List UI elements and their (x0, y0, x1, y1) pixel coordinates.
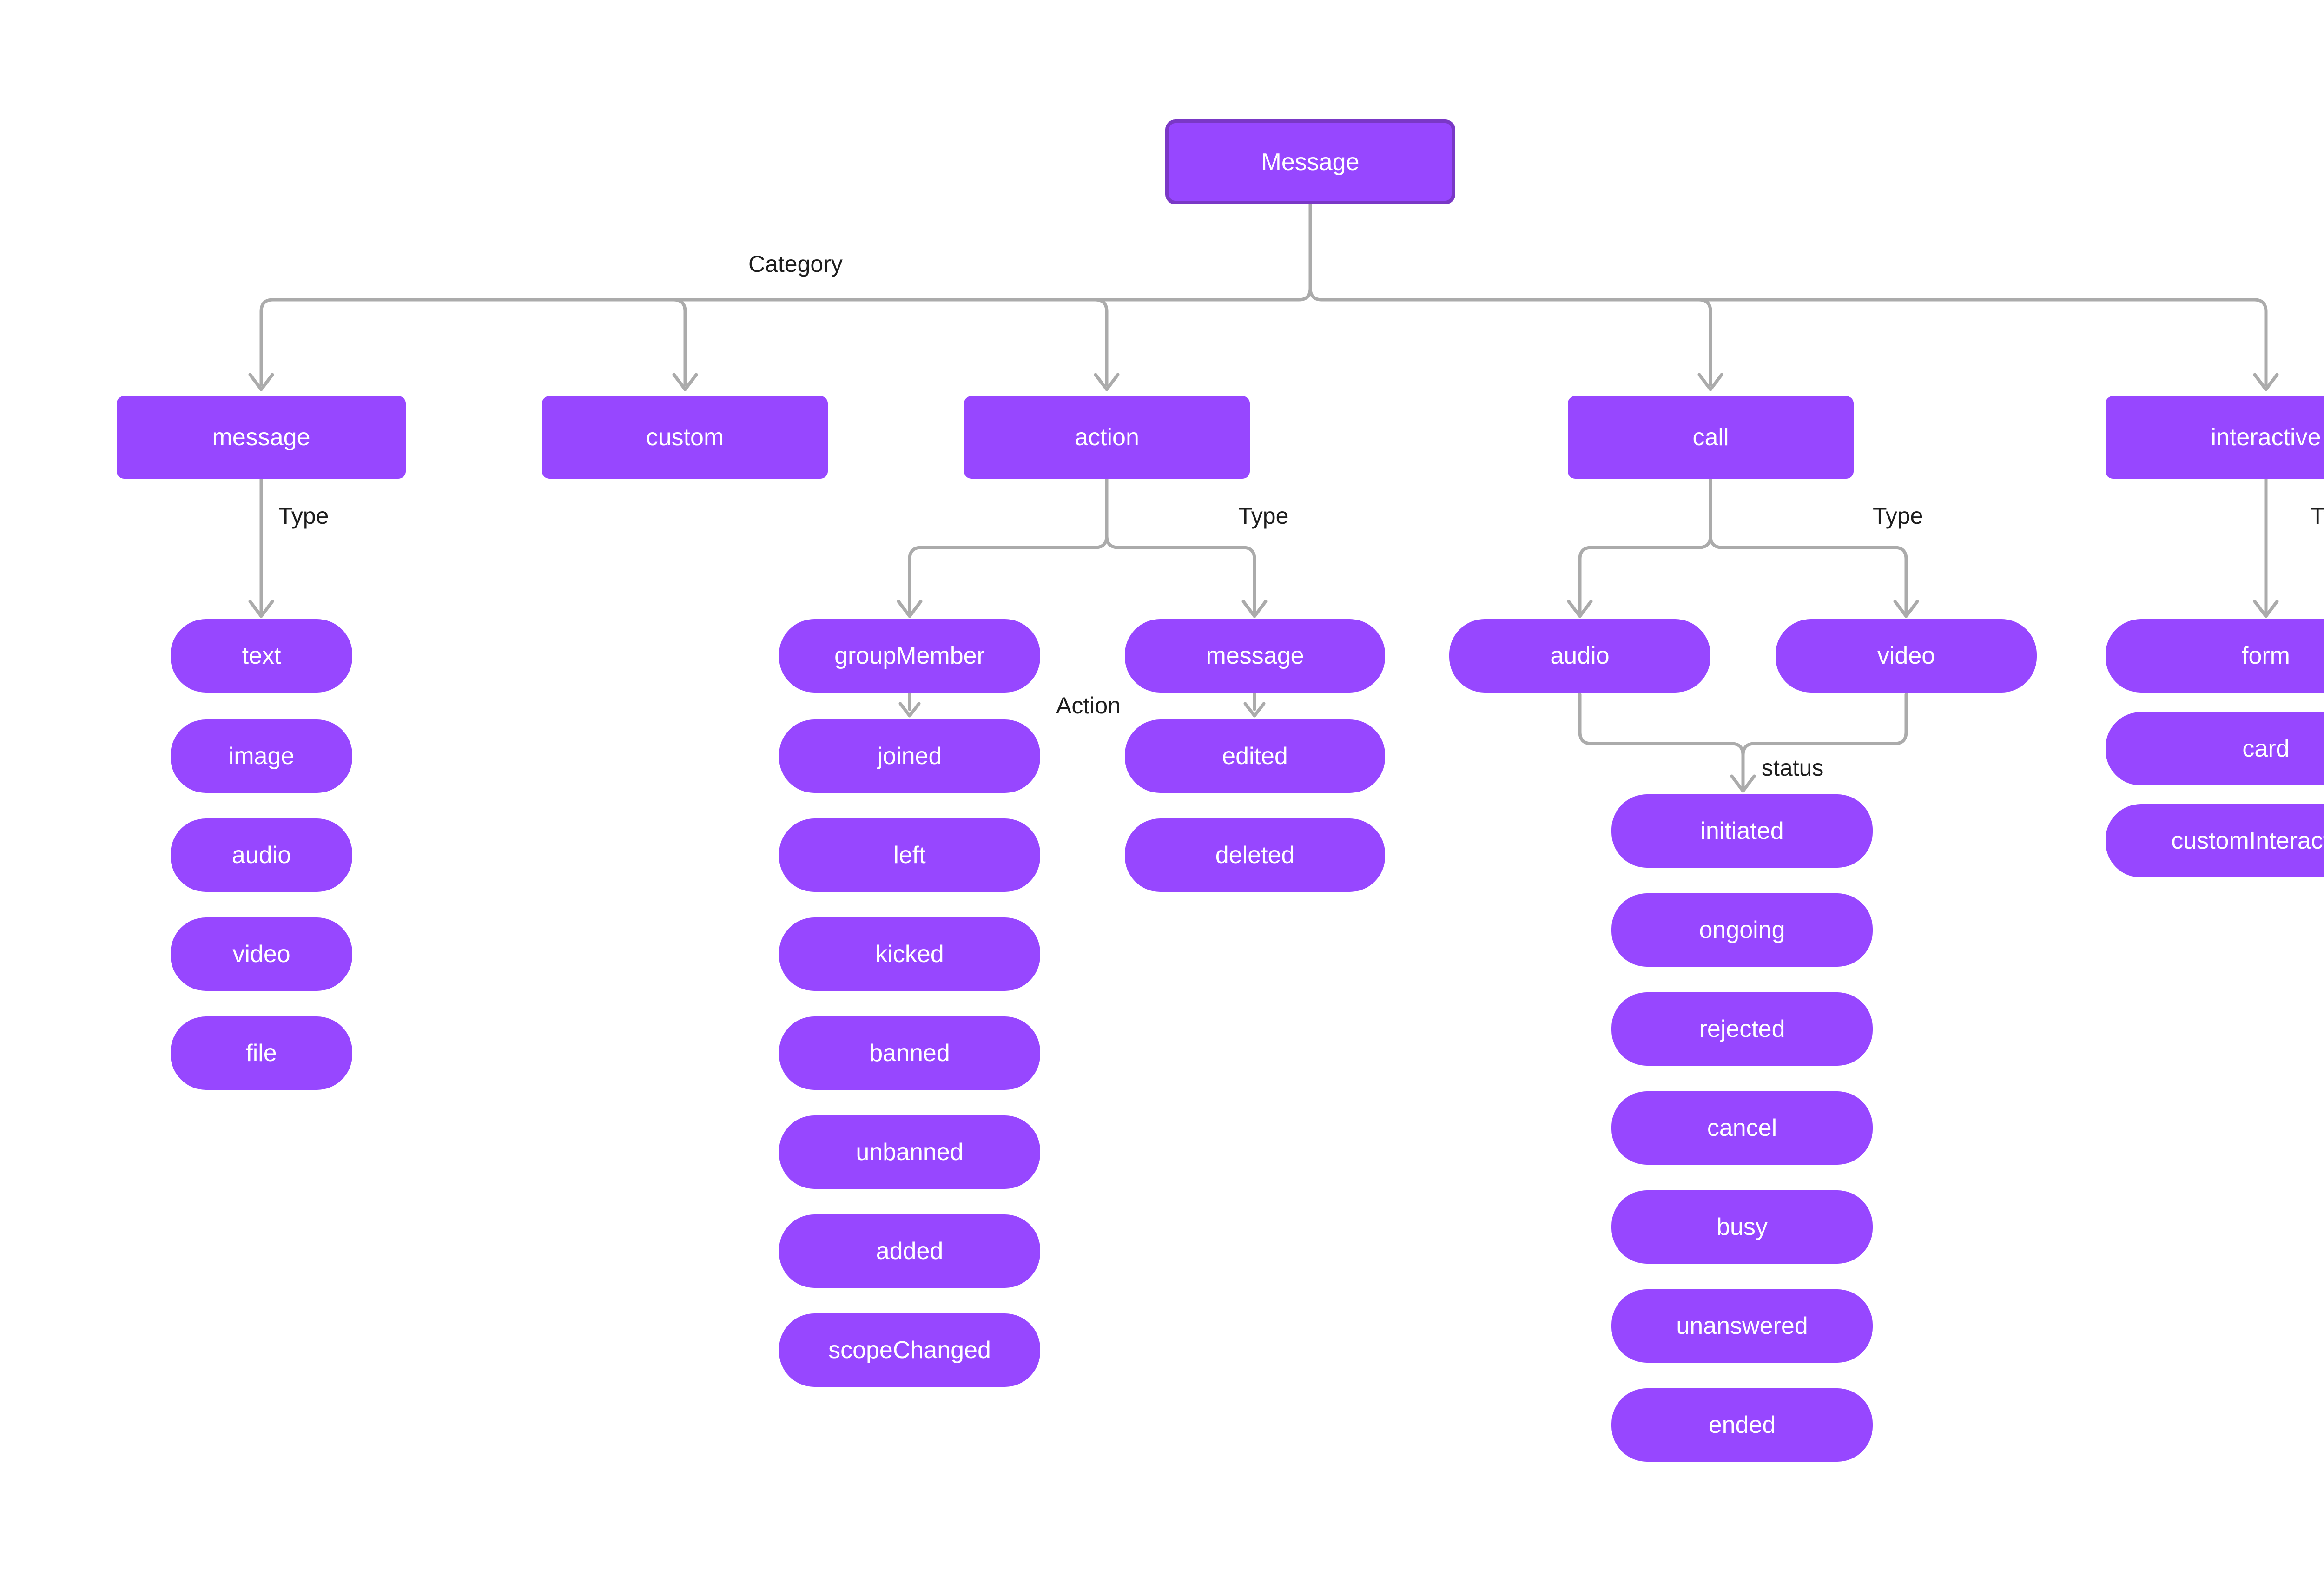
node-status-cancel: cancel (1611, 1091, 1873, 1165)
edge-label-status: status (1762, 755, 1824, 781)
node-status-rejected: rejected (1611, 992, 1873, 1066)
node-type-audio: audio (171, 818, 352, 892)
edge-calltypes-to-status (1578, 693, 1908, 793)
node-category-action: action (964, 396, 1250, 479)
edge-label-category: Category (748, 251, 843, 277)
node-type-form: form (2106, 619, 2324, 693)
arrowhead-icon (1730, 774, 1756, 793)
node-type-image: image (171, 719, 352, 793)
arrowhead-icon (897, 600, 923, 618)
node-action-banned: banned (779, 1016, 1040, 1090)
node-type-message-action: message (1125, 619, 1385, 693)
arrowhead-icon (898, 702, 921, 718)
arrowhead-icon (1243, 702, 1266, 718)
arrowhead-icon (672, 373, 698, 391)
node-status-unanswered: unanswered (1611, 1289, 1873, 1363)
node-type-text: text (171, 619, 352, 693)
node-root-message: Message (1165, 119, 1455, 204)
arrowhead-icon (2253, 373, 2279, 391)
node-type-video: video (171, 917, 352, 991)
arrowhead-icon (248, 600, 274, 618)
arrowhead-icon (1697, 373, 1723, 391)
node-type-call-audio: audio (1449, 619, 1710, 693)
node-action-kicked: kicked (779, 917, 1040, 991)
node-type-card: card (2106, 712, 2324, 785)
arrowhead-icon (2253, 600, 2279, 618)
node-category-call: call (1568, 396, 1854, 479)
node-status-ongoing: ongoing (1611, 893, 1873, 967)
node-status-ended: ended (1611, 1388, 1873, 1462)
node-action-left: left (779, 818, 1040, 892)
edge-label-type-message: Type (278, 503, 329, 529)
node-type-custominteractive: customInteractive (2106, 804, 2324, 877)
node-category-custom: custom (542, 396, 828, 479)
node-type-groupmember: groupMember (779, 619, 1040, 693)
edge-label-type-interactive: Type (2311, 503, 2324, 529)
node-category-interactive: interactive (2106, 396, 2324, 479)
edge-call-to-types (1567, 477, 1919, 618)
edge-message-to-types (248, 477, 274, 618)
edge-action-to-types (897, 477, 1268, 618)
node-category-message: message (117, 396, 406, 479)
edge-type-to-actions (898, 693, 1266, 718)
node-action-edited: edited (1125, 719, 1385, 793)
node-action-joined: joined (779, 719, 1040, 793)
node-action-scopechanged: scopeChanged (779, 1313, 1040, 1387)
arrowhead-icon (1893, 600, 1919, 618)
arrowhead-icon (1241, 600, 1268, 618)
node-action-unbanned: unbanned (779, 1115, 1040, 1189)
node-type-call-video: video (1776, 619, 2037, 693)
edge-interactive-to-types (2253, 477, 2279, 618)
arrowhead-icon (1094, 373, 1120, 391)
edge-label-action: Action (1056, 693, 1121, 719)
edge-label-type-call: Type (1873, 503, 1923, 529)
node-status-initiated: initiated (1611, 794, 1873, 868)
arrowhead-icon (1567, 600, 1593, 618)
edge-label-type-action: Type (1238, 503, 1289, 529)
edge-root-to-categories (248, 203, 2279, 391)
node-action-deleted: deleted (1125, 818, 1385, 892)
arrowhead-icon (248, 373, 274, 391)
node-type-file: file (171, 1016, 352, 1090)
node-action-added: added (779, 1214, 1040, 1288)
node-status-busy: busy (1611, 1190, 1873, 1264)
